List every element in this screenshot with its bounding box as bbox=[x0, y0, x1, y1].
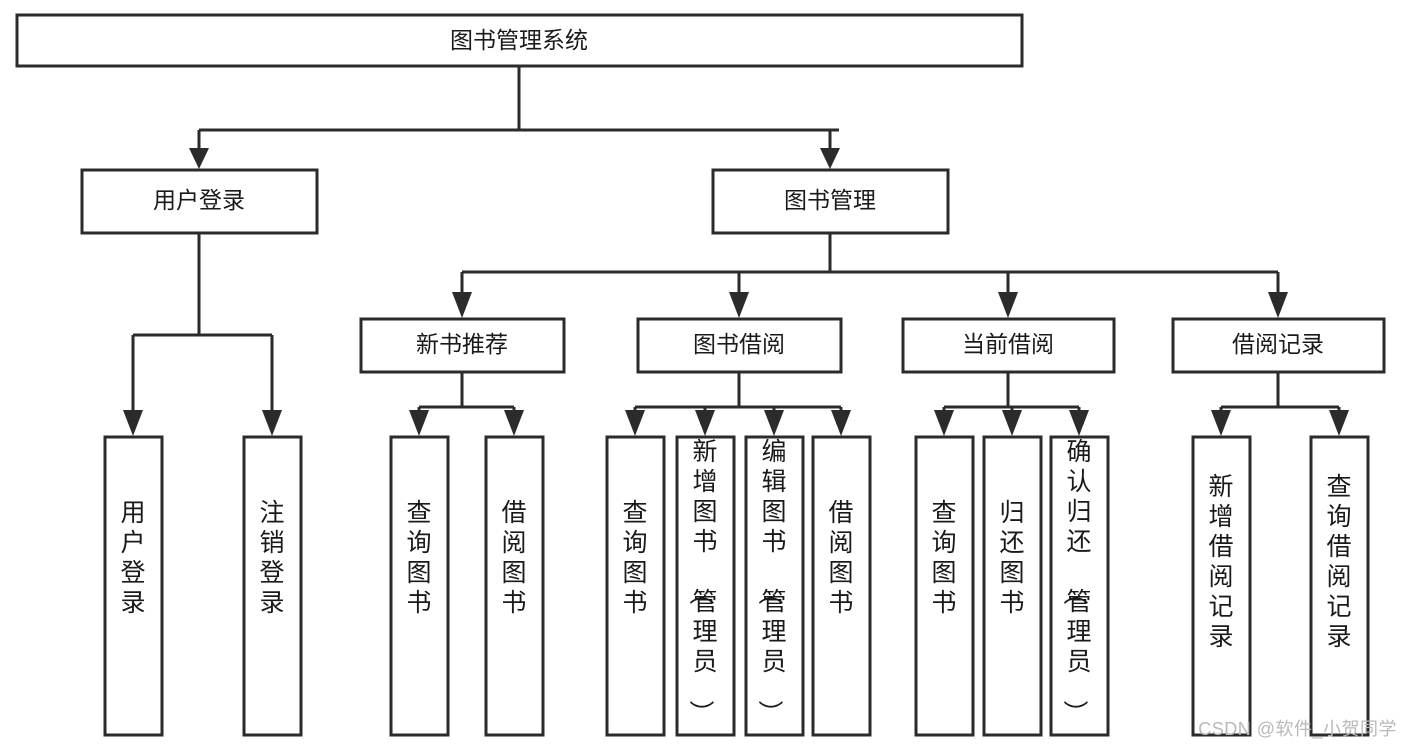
arrow-head-leaf-add-borrow-record bbox=[1211, 410, 1231, 436]
book-management-box[interactable] bbox=[711, 168, 950, 235]
user-login-box[interactable] bbox=[80, 168, 319, 235]
node-borrow-record[interactable]: 借阅记录 bbox=[1171, 317, 1386, 374]
arrow-head-new-book-recommend bbox=[452, 292, 472, 318]
arrow-head-current-borrow bbox=[998, 292, 1018, 318]
arrow-head-leaf-user-login bbox=[123, 410, 143, 436]
arrow-head-borrow-record bbox=[1268, 292, 1288, 318]
root-box[interactable] bbox=[15, 13, 1024, 68]
arrow-head-leaf-logout-login bbox=[262, 410, 282, 436]
arrow-head-leaf-edit-book bbox=[764, 410, 784, 436]
leaf-confirm-return-label: 确认归还（管理员） bbox=[1060, 438, 1091, 725]
arrow-head-user-login bbox=[189, 148, 209, 169]
borrow-record-label: 借阅记录 bbox=[1232, 331, 1324, 357]
leaf-add-borrow-record-label: 新增借阅记录 bbox=[1208, 473, 1233, 651]
arrow-head-leaf-query-borrow-record bbox=[1329, 410, 1349, 436]
connectors-user-login-to-leaves bbox=[123, 233, 282, 436]
leaf-nodes: 用户登录 注销登录 查询图书 借阅图书 查询图书 新增图书（管理员） 编辑图书（… bbox=[103, 435, 1370, 737]
connectors-borrow-record-to-leaves bbox=[1211, 372, 1349, 436]
node-leaf-confirm-return[interactable]: 确认归还（管理员） bbox=[1049, 435, 1110, 737]
leaf-query-book-3-box[interactable] bbox=[914, 435, 975, 737]
arrow-head-leaf-query-book-3 bbox=[934, 410, 954, 436]
node-current-borrow[interactable]: 当前借阅 bbox=[901, 317, 1116, 374]
arrow-head-book-borrow bbox=[729, 292, 749, 318]
node-leaf-return-book[interactable]: 归还图书 bbox=[982, 435, 1043, 737]
leaf-confirm-return-box[interactable] bbox=[1049, 435, 1110, 737]
leaf-borrow-book-1-box[interactable] bbox=[484, 435, 545, 737]
arrow-head-leaf-return-book bbox=[1002, 410, 1022, 436]
arrow-head-leaf-query-book-2 bbox=[625, 410, 645, 436]
node-new-book-recommend[interactable]: 新书推荐 bbox=[359, 317, 566, 374]
leaf-return-book-box[interactable] bbox=[982, 435, 1043, 737]
node-leaf-add-borrow-record[interactable]: 新增借阅记录 bbox=[1191, 435, 1252, 737]
leaf-query-book-3-label: 查询图书 bbox=[931, 499, 956, 617]
leaf-borrow-book-1-label: 借阅图书 bbox=[501, 499, 526, 617]
leaf-borrow-book-2-box[interactable] bbox=[811, 435, 872, 737]
node-root[interactable]: 图书管理系统 bbox=[15, 13, 1024, 68]
arrow-head-leaf-borrow-book-2 bbox=[831, 410, 851, 436]
node-leaf-query-book-1[interactable]: 查询图书 bbox=[389, 435, 450, 737]
node-leaf-borrow-book-2[interactable]: 借阅图书 bbox=[811, 435, 872, 737]
node-user-login[interactable]: 用户登录 bbox=[80, 168, 319, 235]
node-leaf-query-book-2[interactable]: 查询图书 bbox=[605, 435, 666, 737]
arrow-head-leaf-add-book bbox=[695, 410, 715, 436]
node-leaf-query-borrow-record[interactable]: 查询借阅记录 bbox=[1309, 435, 1370, 737]
arrow-head-book-management bbox=[820, 148, 840, 169]
leaf-return-book-label: 归还图书 bbox=[999, 499, 1024, 617]
leaf-edit-book-box[interactable] bbox=[744, 435, 805, 737]
node-leaf-user-login[interactable]: 用户登录 bbox=[103, 435, 164, 737]
leaf-query-book-1-box[interactable] bbox=[389, 435, 450, 737]
book-borrow-box[interactable] bbox=[636, 317, 843, 374]
leaf-logout-login-box[interactable] bbox=[242, 435, 303, 737]
leaf-user-login-box[interactable] bbox=[103, 435, 164, 737]
node-leaf-logout-login[interactable]: 注销登录 bbox=[242, 435, 303, 737]
leaf-add-book-label: 新增图书（管理员） bbox=[686, 438, 717, 725]
root-label: 图书管理系统 bbox=[450, 27, 588, 53]
current-borrow-box[interactable] bbox=[901, 317, 1116, 374]
node-book-management[interactable]: 图书管理 bbox=[711, 168, 950, 235]
leaf-query-borrow-record-label: 查询借阅记录 bbox=[1326, 473, 1351, 651]
leaf-add-borrow-record-box[interactable] bbox=[1191, 435, 1252, 737]
leaf-edit-book-label: 编辑图书（管理员） bbox=[755, 438, 786, 725]
node-leaf-edit-book[interactable]: 编辑图书（管理员） bbox=[744, 435, 805, 737]
leaf-query-book-1-label: 查询图书 bbox=[406, 499, 431, 617]
node-leaf-add-book[interactable]: 新增图书（管理员） bbox=[675, 435, 736, 737]
leaf-query-borrow-record-box[interactable] bbox=[1309, 435, 1370, 737]
leaf-query-book-2-box[interactable] bbox=[605, 435, 666, 737]
connectors-book-borrow-to-leaves bbox=[625, 372, 851, 436]
leaf-user-login-label: 用户登录 bbox=[120, 499, 145, 617]
leaf-logout-login-label: 注销登录 bbox=[259, 499, 284, 617]
user-login-label: 用户登录 bbox=[153, 187, 245, 213]
arrow-head-leaf-confirm-return bbox=[1069, 410, 1089, 436]
leaf-query-book-2-label: 查询图书 bbox=[622, 499, 647, 617]
borrow-record-box[interactable] bbox=[1171, 317, 1386, 374]
node-leaf-borrow-book-1[interactable]: 借阅图书 bbox=[484, 435, 545, 737]
node-book-borrow[interactable]: 图书借阅 bbox=[636, 317, 843, 374]
book-borrow-label: 图书借阅 bbox=[693, 331, 785, 357]
book-management-label: 图书管理 bbox=[784, 187, 876, 213]
node-leaf-query-book-3[interactable]: 查询图书 bbox=[914, 435, 975, 737]
connectors-book-management-to-level3 bbox=[452, 233, 1288, 318]
current-borrow-label: 当前借阅 bbox=[962, 331, 1054, 357]
leaf-borrow-book-2-label: 借阅图书 bbox=[828, 499, 853, 617]
new-book-recommend-box[interactable] bbox=[359, 317, 566, 374]
connectors-root-to-level2 bbox=[189, 66, 840, 169]
connectors-new-book-recommend-to-leaves bbox=[409, 372, 524, 436]
new-book-recommend-label: 新书推荐 bbox=[416, 331, 508, 357]
leaf-add-book-box[interactable] bbox=[675, 435, 736, 737]
connectors-current-borrow-to-leaves bbox=[934, 372, 1089, 436]
arrow-head-leaf-query-book-1 bbox=[409, 410, 429, 436]
arrow-head-leaf-borrow-book-1 bbox=[504, 410, 524, 436]
